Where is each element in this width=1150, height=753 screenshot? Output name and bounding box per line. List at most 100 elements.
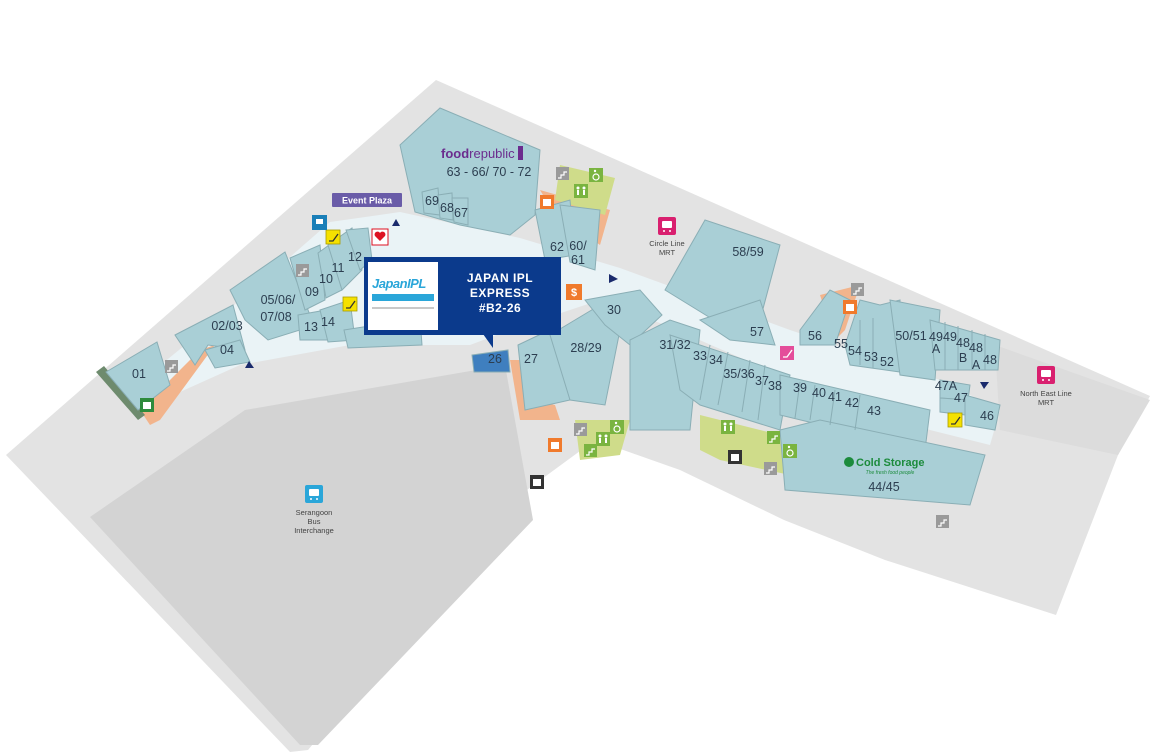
- bus-icon[interactable]: [305, 485, 323, 503]
- store-callout[interactable]: JapanIPL JAPAN IPL EXPRESS #B2-26: [364, 257, 561, 335]
- unit-label: 33: [693, 349, 707, 363]
- unit-label: 58/59: [732, 245, 763, 259]
- republic-word: republic: [469, 146, 515, 161]
- toilet-icon[interactable]: [721, 420, 735, 434]
- stairs-icon[interactable]: [574, 423, 587, 436]
- train-icon[interactable]: [1037, 366, 1055, 384]
- wheelchair-icon[interactable]: [783, 444, 797, 458]
- north-east-line-label: North East Line: [1020, 389, 1072, 398]
- bus-label-3: Interchange: [294, 526, 334, 535]
- toilet-icon[interactable]: [574, 184, 588, 198]
- stairs-icon[interactable]: [584, 444, 597, 457]
- bus-label-2: Bus: [308, 517, 321, 526]
- food-word: food: [441, 146, 469, 161]
- cold-storage-block[interactable]: [779, 419, 986, 506]
- unit-28-29[interactable]: [549, 304, 621, 406]
- pedestrian-path: [96, 366, 145, 420]
- unit-09[interactable]: [289, 244, 326, 311]
- stairs-icon[interactable]: [165, 360, 178, 373]
- unit-68[interactable]: [437, 192, 454, 221]
- unit-49-48[interactable]: [929, 319, 1001, 371]
- unit-label: 56: [808, 329, 822, 343]
- circle-line-mrt-label: MRT: [659, 248, 676, 257]
- unit-67[interactable]: [451, 197, 469, 226]
- unit-label: 50/51: [895, 329, 926, 343]
- unit-label: A: [932, 342, 941, 356]
- unit-label: 61: [571, 253, 585, 267]
- unit-label: 62: [550, 240, 564, 254]
- lift-icon[interactable]: [140, 398, 154, 412]
- wheelchair-icon[interactable]: [589, 168, 603, 182]
- stairs-icon[interactable]: [764, 462, 777, 475]
- unit-label: 01: [132, 367, 146, 381]
- service-strip-west: [140, 345, 215, 425]
- unit-01[interactable]: [105, 341, 171, 411]
- bus-interchange-area: [90, 365, 533, 745]
- unit-label: 48: [956, 336, 970, 350]
- unit-46[interactable]: [964, 394, 1001, 431]
- heart-icon[interactable]: [371, 228, 389, 246]
- unit-label: A: [972, 358, 981, 372]
- cold-storage-tagline: The fresh food people: [866, 470, 915, 476]
- travellator-icon[interactable]: [780, 346, 794, 360]
- train-icon[interactable]: [658, 217, 676, 235]
- unit-26[interactable]: [471, 349, 511, 373]
- unit-label: 42: [845, 396, 859, 410]
- unit-label: B: [959, 351, 967, 365]
- lift-icon[interactable]: [548, 438, 562, 452]
- stairs-icon[interactable]: [936, 515, 949, 528]
- unit-label: 49: [943, 330, 957, 344]
- logo-wordmark: JapanIPL: [372, 276, 426, 291]
- carpark-lift-icon[interactable]: [530, 475, 544, 489]
- unit-label: 07/08: [260, 310, 291, 324]
- unit-label: 11: [332, 261, 345, 275]
- dollar-icon[interactable]: $: [566, 284, 582, 300]
- unit-label: 52: [880, 355, 894, 369]
- stairs-icon[interactable]: [296, 264, 309, 277]
- unit-60-61[interactable]: [559, 204, 601, 271]
- food-republic-logo: foodrepublic: [441, 146, 515, 161]
- food-republic-dots: [518, 146, 523, 160]
- escalator-icon[interactable]: [947, 412, 963, 428]
- unit-label: 31/32: [659, 338, 690, 352]
- unit-label: 09: [305, 285, 319, 299]
- escalator-icon[interactable]: [342, 296, 358, 312]
- wheelchair-icon[interactable]: [610, 420, 624, 434]
- unit-30[interactable]: [584, 289, 663, 346]
- stairs-icon[interactable]: [767, 431, 780, 444]
- unit-label: 47A: [935, 379, 958, 393]
- unit-dividers: [699, 318, 986, 431]
- unit-04[interactable]: [204, 339, 251, 369]
- unit-label: 35/36: [723, 367, 754, 381]
- unit-label: 69: [425, 194, 439, 208]
- toilet-icon[interactable]: [596, 432, 610, 446]
- stairs-icon[interactable]: [851, 283, 864, 296]
- unit-label: 68: [440, 201, 454, 215]
- unit-57[interactable]: [698, 299, 776, 346]
- stairs-icon[interactable]: [556, 167, 569, 180]
- unit-label: 48: [983, 353, 997, 367]
- unit-label: 55: [834, 337, 848, 351]
- logo-subbar: [372, 294, 434, 301]
- unit-label: 12: [348, 250, 362, 264]
- unit-label: 37: [755, 374, 769, 388]
- carpark-lift-icon[interactable]: [728, 450, 742, 464]
- triangle-icon: [392, 219, 400, 226]
- unit-label: 14: [321, 315, 335, 329]
- bus-label-1: Serangoon: [296, 508, 333, 517]
- escalator-icon[interactable]: [325, 229, 341, 245]
- unit-label: 26: [488, 352, 502, 366]
- logo-tagline-bar: [372, 307, 434, 309]
- unit-label: 40: [812, 386, 826, 400]
- unit-56[interactable]: [799, 289, 851, 346]
- unit-label: 43: [867, 404, 881, 418]
- info-icon[interactable]: [312, 215, 327, 230]
- cold-storage-units: 44/45: [868, 480, 899, 494]
- unit-50-51[interactable]: [889, 299, 941, 381]
- unit-label: 47: [954, 391, 968, 405]
- cold-storage-logo: Cold Storage: [856, 457, 924, 469]
- unit-label: 57: [750, 325, 764, 339]
- lift-icon[interactable]: [540, 195, 554, 209]
- lift-icon[interactable]: [843, 300, 857, 314]
